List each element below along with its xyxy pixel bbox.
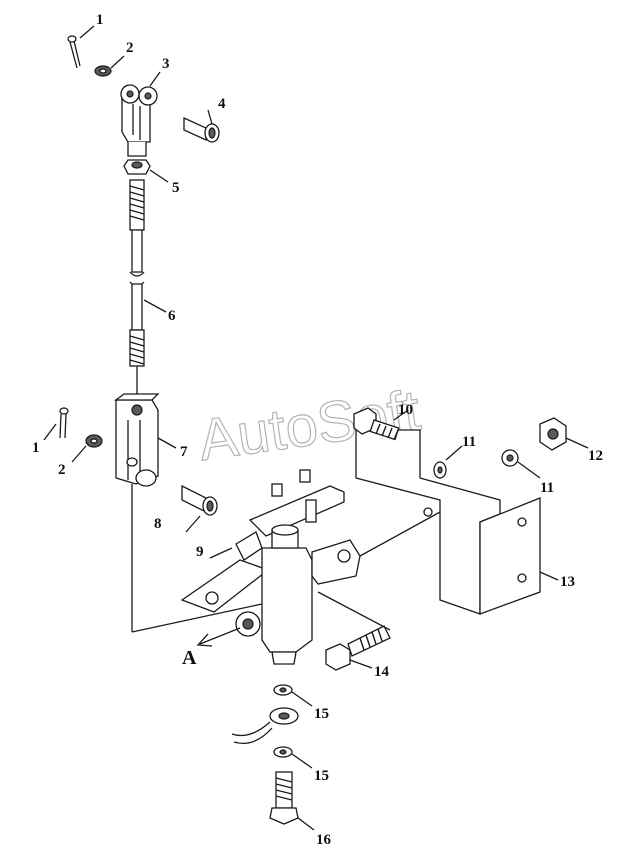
callout-2-top: 2 [126, 40, 134, 56]
callout-12: 12 [588, 448, 603, 464]
spring-washer-2 [501, 449, 519, 467]
clevis-pin-top [183, 116, 220, 143]
valve-lever [180, 531, 270, 613]
washer-top [94, 65, 112, 77]
mounting-bolt [317, 591, 391, 671]
hex-nut-bracket [539, 417, 567, 451]
mounting-bracket [355, 429, 541, 615]
callout-4: 4 [218, 96, 226, 112]
callout-1-lower: 1 [32, 440, 40, 456]
callout-11-a: 11 [462, 434, 476, 450]
seal-washer-upper [273, 684, 293, 696]
banjo-fitting [231, 707, 299, 745]
callouts: 1 2 3 4 5 6 7 1 2 8 9 10 11 11 12 13 14 … [32, 12, 603, 848]
callout-1-top: 1 [96, 12, 104, 28]
callout-5: 5 [172, 180, 180, 196]
callout-2-lower: 2 [58, 462, 66, 478]
cotter-pin-lower [59, 407, 69, 439]
callout-10: 10 [398, 402, 413, 418]
washer-lower [85, 434, 103, 448]
cotter-pin-top [67, 35, 81, 69]
callout-14: 14 [374, 664, 390, 680]
spring-washer-1 [433, 461, 447, 479]
callout-7: 7 [180, 444, 188, 460]
clevis-pin-lower [181, 484, 218, 516]
bracket-arm [248, 469, 345, 537]
callout-11-b: 11 [540, 480, 554, 496]
lower-clevis [114, 393, 160, 632]
valve-body [131, 524, 361, 665]
callout-3: 3 [162, 56, 170, 72]
callout-6: 6 [168, 308, 176, 324]
callout-16: 16 [316, 832, 332, 848]
leader-lines [43, 25, 589, 831]
callout-15-lower: 15 [314, 768, 329, 784]
callout-8: 8 [154, 516, 162, 532]
lock-nut-upper [123, 159, 151, 175]
view-marker-label: A [182, 647, 197, 669]
seal-washer-lower [273, 746, 293, 758]
upper-clevis [120, 84, 158, 157]
adjusting-rod [129, 179, 145, 396]
callout-9: 9 [196, 544, 204, 560]
bracket-bolt [353, 407, 400, 441]
callout-15-upper: 15 [314, 706, 329, 722]
callout-13: 13 [560, 574, 575, 590]
banjo-bolt [269, 771, 299, 825]
view-arrow-A [196, 627, 241, 647]
